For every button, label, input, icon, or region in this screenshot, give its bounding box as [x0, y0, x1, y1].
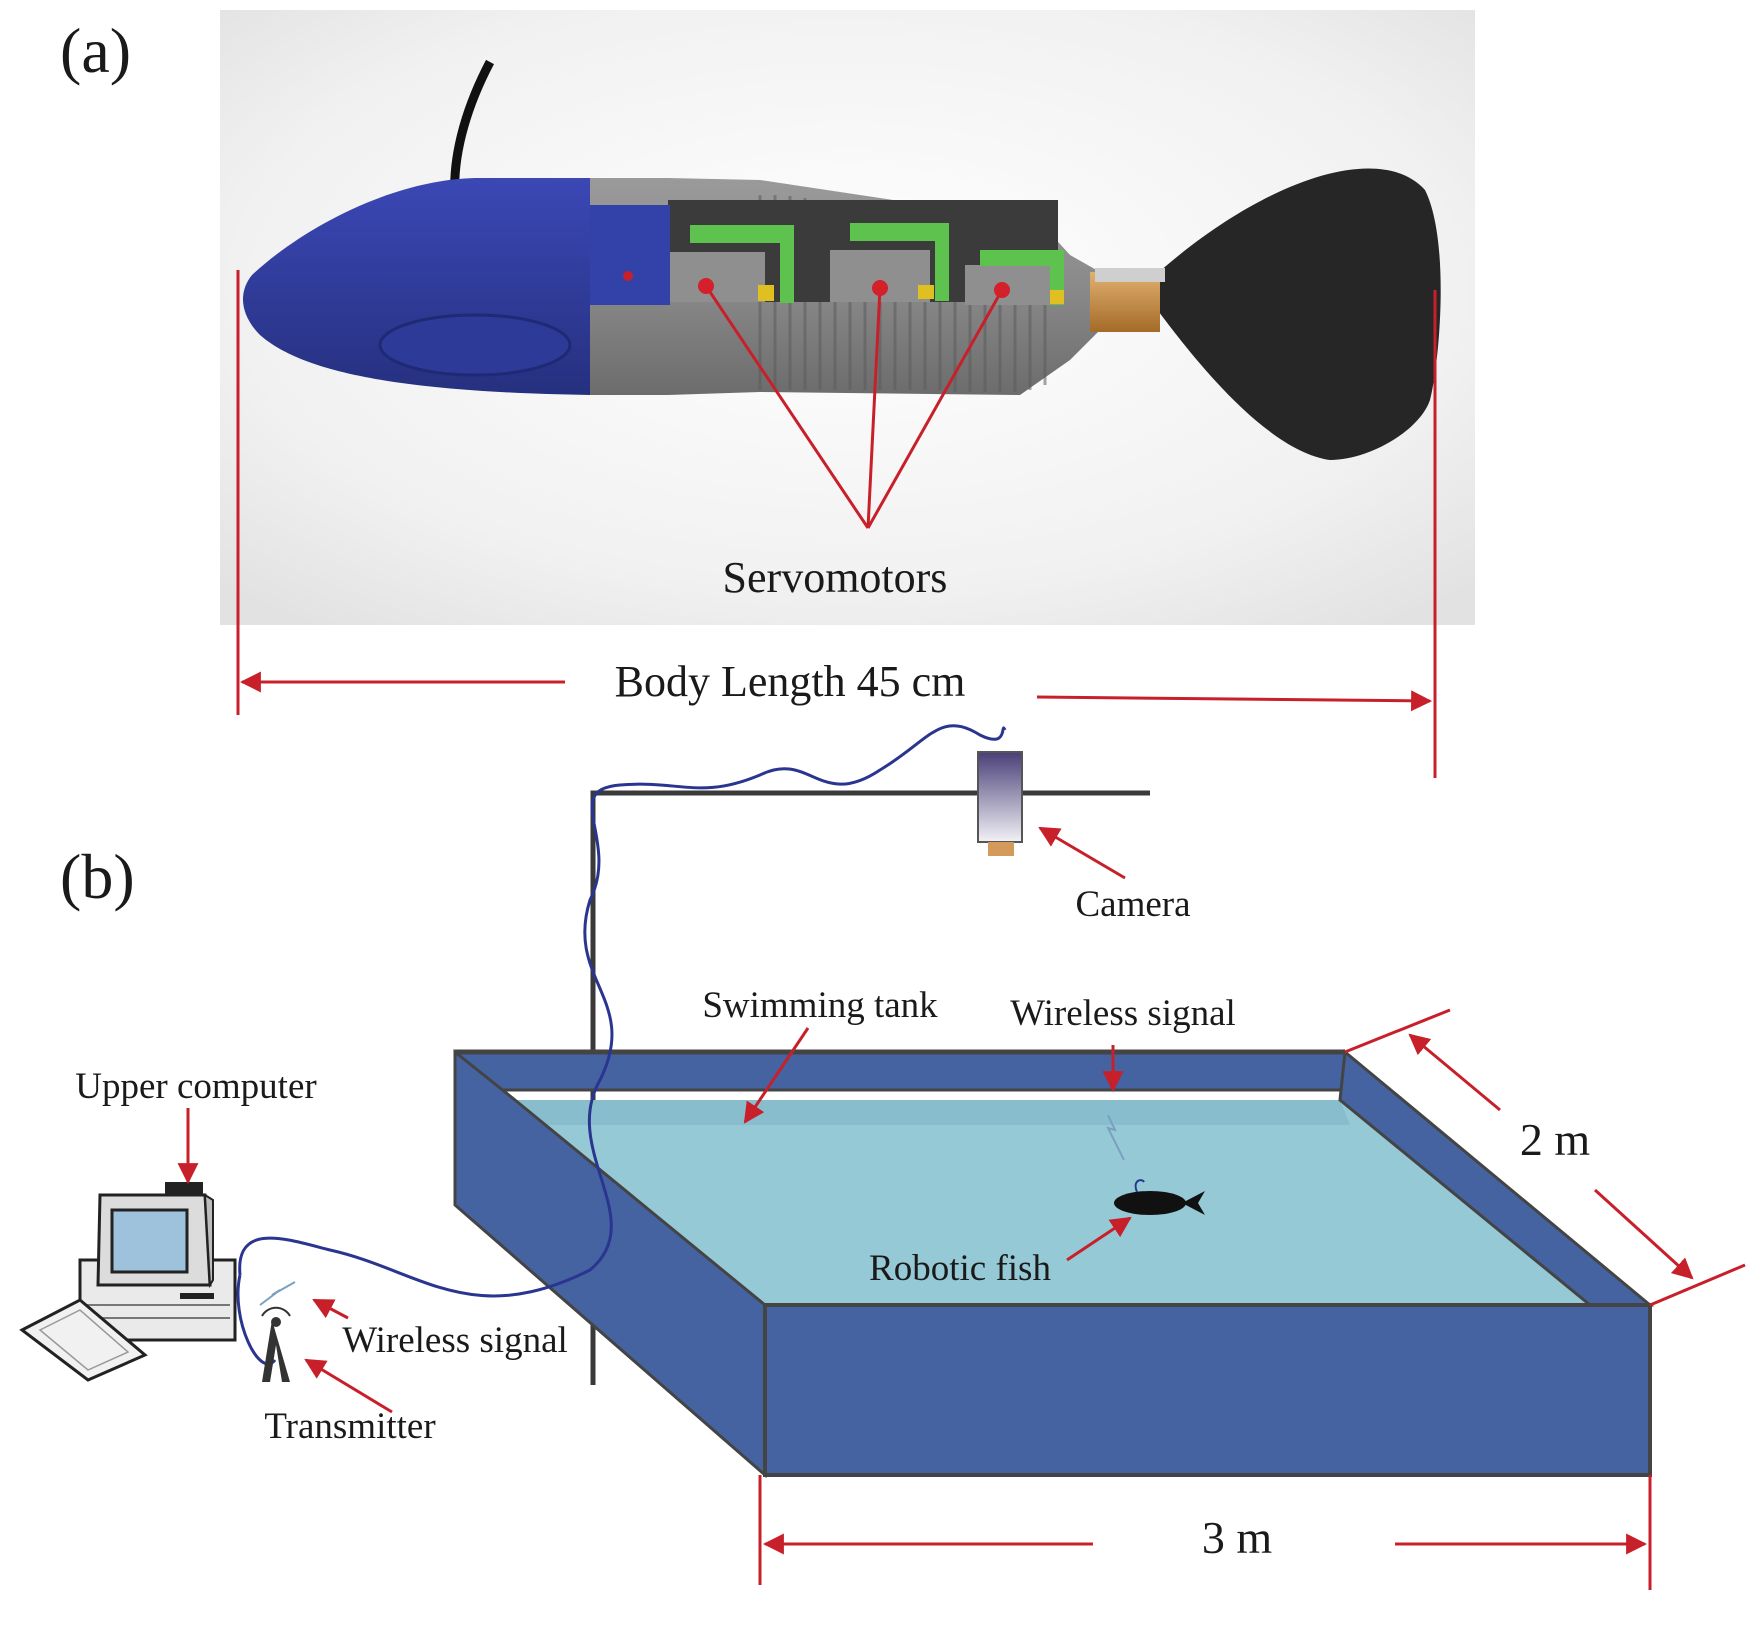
transmitter-label: Transmitter: [264, 1406, 435, 1447]
body-length-arrow-right: [1036, 690, 1433, 712]
camera-arrow: [1038, 826, 1126, 880]
transmitter-arrow: [304, 1358, 393, 1414]
servo-block: [965, 265, 1060, 305]
lightning-icon: [259, 1281, 296, 1306]
panel-a-label: (a): [60, 15, 131, 86]
camera-icon: [977, 751, 1023, 856]
wireless-signal-pc-label: Wireless signal: [342, 1320, 568, 1361]
antenna-icon: [261, 1306, 291, 1382]
head-window: [378, 313, 572, 377]
servomotors-label: Servomotors: [723, 553, 948, 602]
length-label: 3 m: [1202, 1512, 1273, 1563]
width-tick-front: [1649, 1263, 1746, 1307]
data-cable: [238, 724, 1007, 1298]
tank-water: [515, 1100, 1590, 1305]
servo-markers: [758, 285, 1064, 304]
swimming-tank-arrow: [743, 1027, 810, 1124]
lightning-icon: [1106, 1114, 1125, 1161]
servo-block: [670, 252, 765, 302]
wireless-signal-pc-arrow: [312, 1298, 349, 1320]
camera-label: Camera: [1075, 884, 1190, 925]
motor-brackets: [690, 223, 1064, 305]
caudal-fin: [1150, 168, 1441, 460]
width-arrow-back: [1408, 1033, 1501, 1112]
wireless-signal-tank-label: Wireless signal: [1010, 993, 1236, 1034]
keyboard-icon: [19, 1298, 148, 1382]
width-label: 2 m: [1520, 1114, 1591, 1165]
swimming-tank-label: Swimming tank: [702, 985, 938, 1026]
status-led: [623, 271, 633, 281]
robotic-fish-arrow: [1066, 1216, 1132, 1262]
head-collar: [590, 205, 670, 305]
robotic-fish-label: Robotic fish: [869, 1248, 1051, 1289]
tank-front-wall: [763, 1303, 1652, 1477]
servomotor-pointers: [698, 278, 1010, 529]
water-edge: [515, 1100, 1350, 1125]
tail-joint-cap: [1095, 268, 1165, 282]
tank-back-wall: [453, 1050, 1347, 1092]
computer-icon: [78, 1182, 237, 1342]
width-tick-back: [1344, 1008, 1451, 1054]
body-length-label: Body Length 45 cm: [615, 657, 966, 706]
robotic-fish-icon: [1114, 1179, 1205, 1215]
width-arrow-front: [1593, 1188, 1694, 1280]
robotic-fish-render: [242, 59, 1441, 460]
panel-b-label: (b): [60, 841, 135, 912]
upper-computer-label: Upper computer: [75, 1066, 316, 1107]
